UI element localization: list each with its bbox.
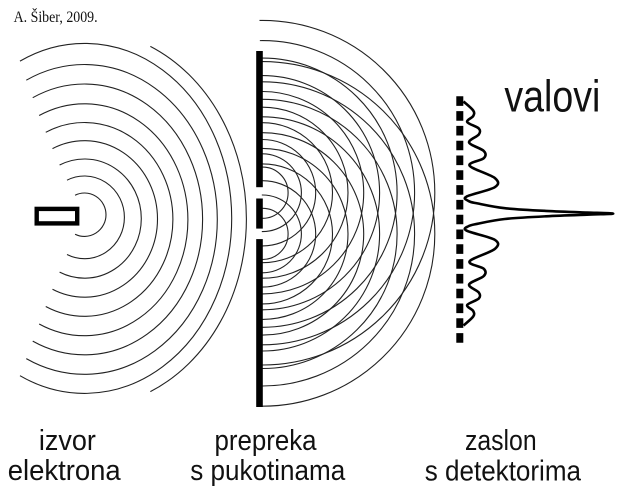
- svg-text:zaslon: zaslon: [465, 425, 537, 457]
- svg-text:A. Šiber, 2009.: A. Šiber, 2009.: [14, 7, 98, 26]
- svg-text:s pukotinama: s pukotinama: [190, 455, 346, 487]
- svg-text:izvor: izvor: [39, 425, 96, 457]
- svg-text:elektrona: elektrona: [8, 455, 122, 487]
- svg-text:s detektorima: s detektorima: [425, 456, 582, 488]
- svg-text:prepreka: prepreka: [215, 425, 318, 457]
- svg-text:valovi: valovi: [504, 72, 600, 121]
